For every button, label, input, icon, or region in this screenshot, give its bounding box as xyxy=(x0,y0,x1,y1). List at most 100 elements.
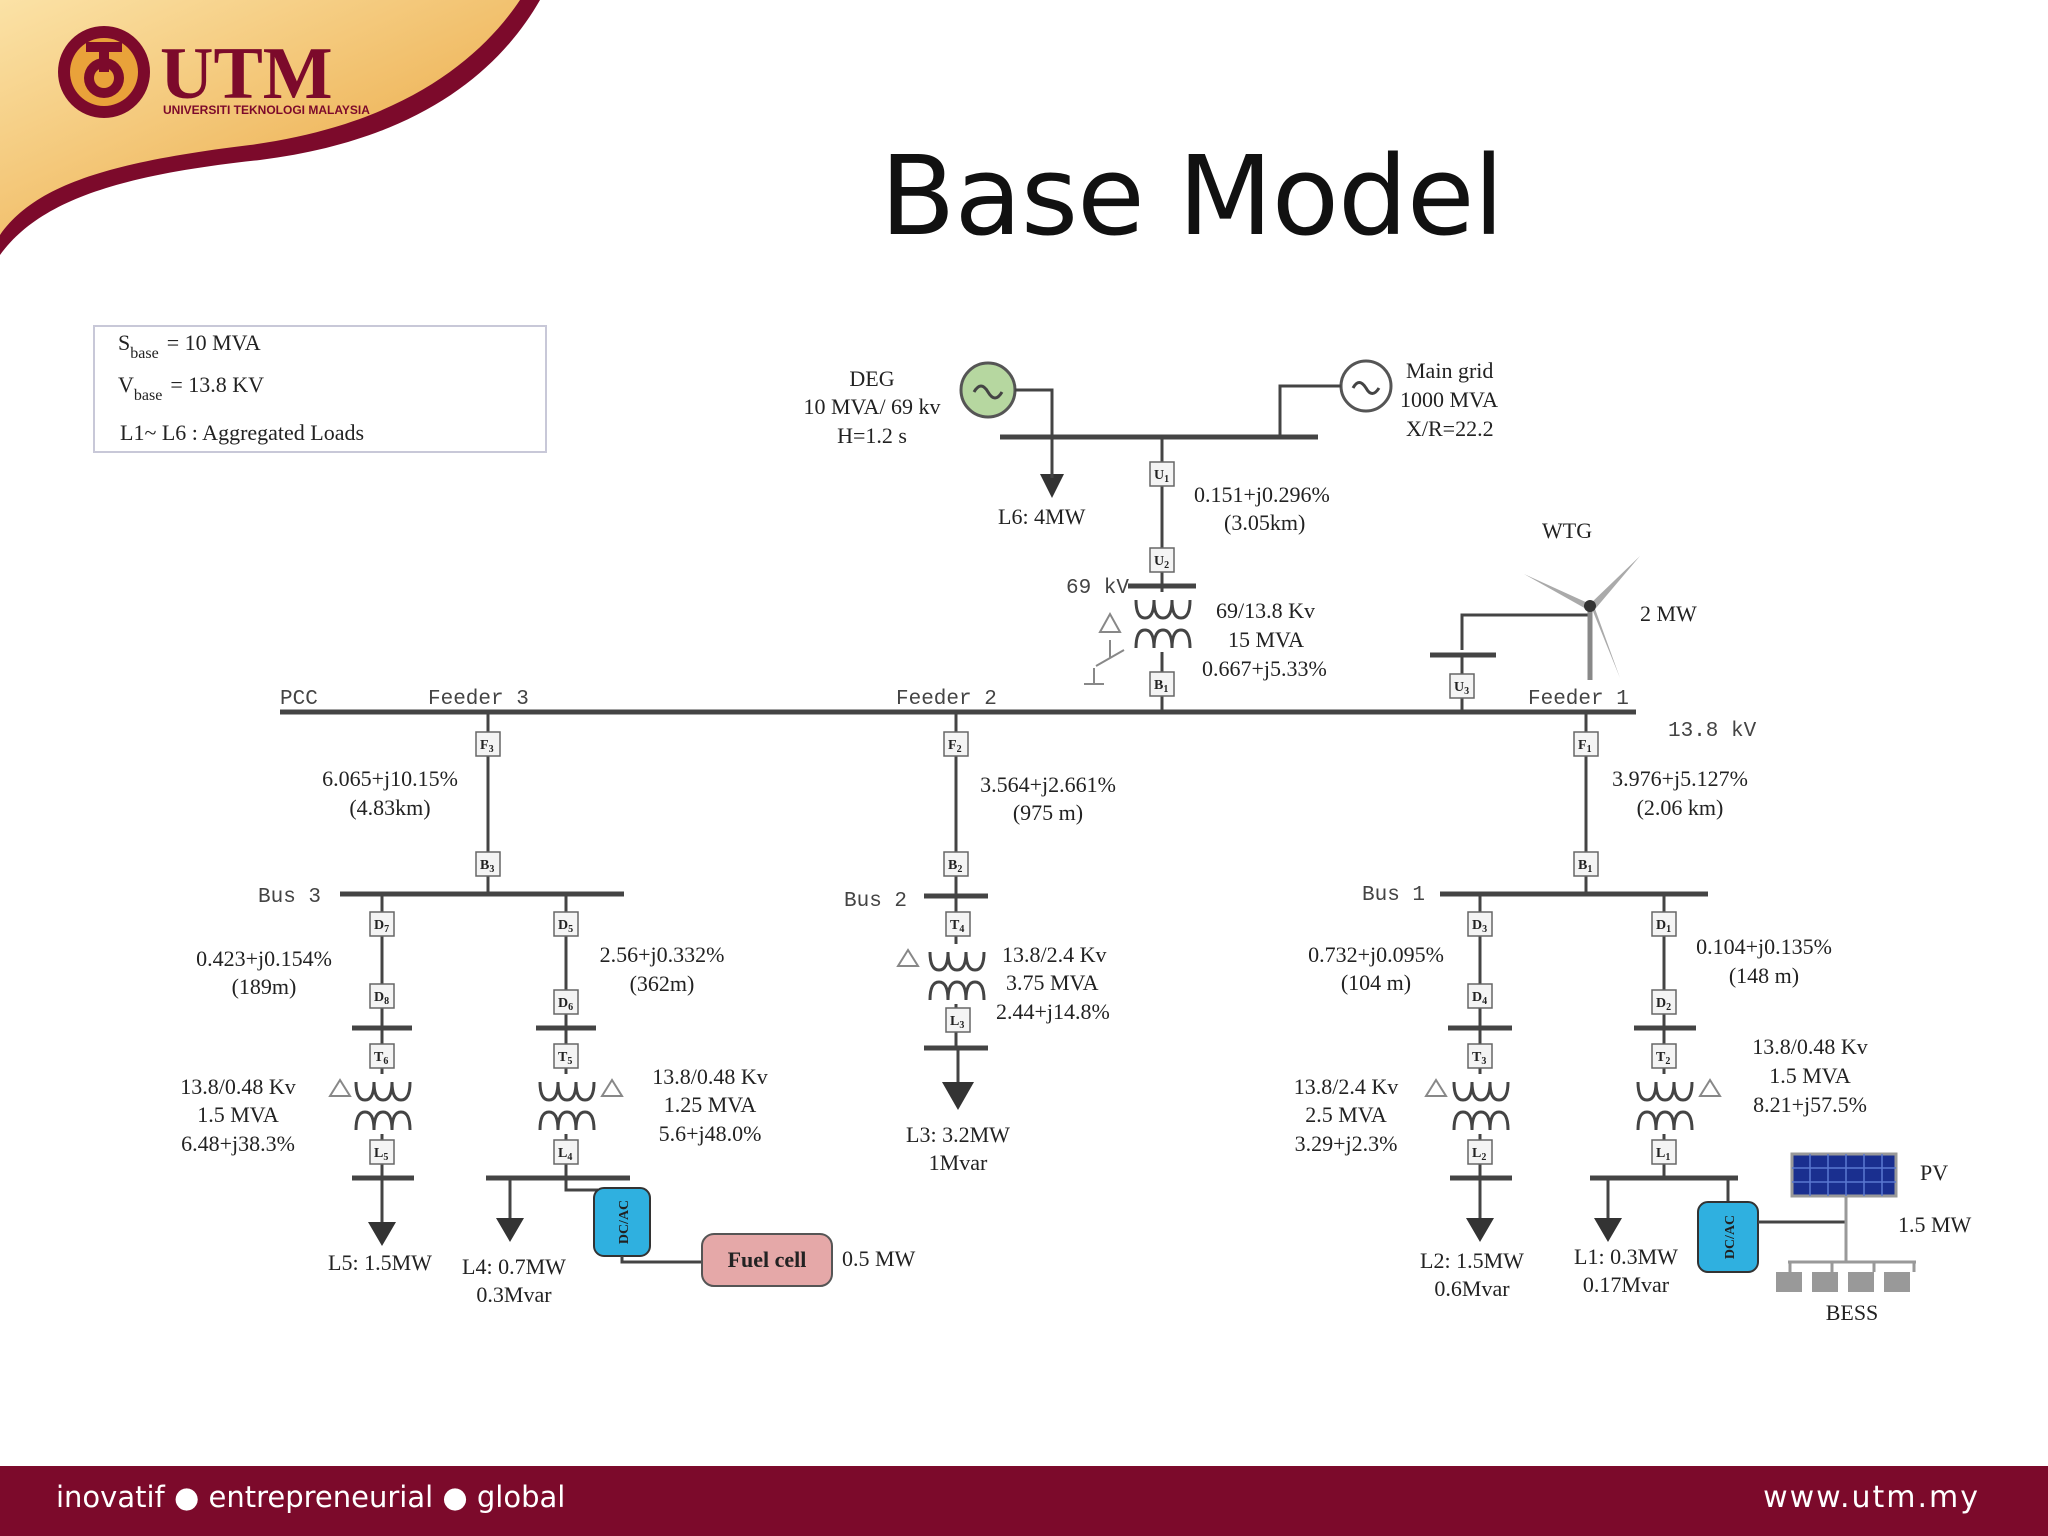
footer-slogan: inovatif ● entrepreneurial ● global xyxy=(56,1480,566,1514)
transformer-t5-icon xyxy=(538,1074,624,1134)
l6-load-arrow-icon xyxy=(1040,474,1064,498)
pv-panel-icon xyxy=(1790,1152,1898,1198)
svg-text:PV: PV xyxy=(1920,1160,1948,1185)
box-label-t4: T4 xyxy=(950,918,964,935)
box-b2 xyxy=(943,851,969,877)
box-label-l5: L5 xyxy=(374,1146,388,1163)
box-f1 xyxy=(1573,731,1599,757)
box-label-l1: L1 xyxy=(1656,1146,1670,1163)
box-u3 xyxy=(1449,673,1475,699)
box-d1 xyxy=(1651,911,1677,937)
transformer-t2-icon xyxy=(1636,1074,1722,1134)
box-l1 xyxy=(1651,1139,1677,1165)
svg-text:Bus 1: Bus 1 xyxy=(1362,884,1425,907)
box-label-d1: D1 xyxy=(1656,918,1671,935)
box-d5 xyxy=(553,911,579,937)
main-grid-source-icon xyxy=(1339,359,1393,413)
svg-text:(4.83km): (4.83km) xyxy=(349,795,430,820)
svg-text:Feeder 3: Feeder 3 xyxy=(428,688,529,711)
box-label-u2: U2 xyxy=(1154,554,1169,571)
box-label-b2: B2 xyxy=(948,858,962,875)
transformer-t6-icon xyxy=(328,1074,412,1134)
l2-load-arrow-icon xyxy=(1466,1218,1494,1242)
svg-text:DC/AC: DC/AC xyxy=(617,1200,632,1244)
main-transformer-icon xyxy=(1084,592,1192,685)
svg-text:Bus 3: Bus 3 xyxy=(258,886,321,909)
svg-text:L2: 1.5MW: L2: 1.5MW xyxy=(1420,1248,1524,1273)
svg-text:(362m): (362m) xyxy=(630,971,695,996)
svg-text:0.17Mvar: 0.17Mvar xyxy=(1583,1272,1670,1297)
box-label-l4: L4 xyxy=(558,1146,572,1163)
fuel-cell-block: Fuel cell xyxy=(701,1233,833,1287)
svg-text:Vbase= 13.8 KV: Vbase= 13.8 KV xyxy=(118,372,264,404)
svg-text:8.21+j57.5%: 8.21+j57.5% xyxy=(1753,1092,1867,1117)
svg-text:0.3Mvar: 0.3Mvar xyxy=(476,1282,552,1307)
svg-text:L5: 1.5MW: L5: 1.5MW xyxy=(328,1250,432,1275)
box-l5 xyxy=(369,1139,395,1165)
box-t2 xyxy=(1651,1043,1677,1069)
box-label-d4: D4 xyxy=(1472,990,1487,1007)
transformer-t4-icon xyxy=(896,944,986,1004)
box-label-t6: T6 xyxy=(374,1050,388,1067)
svg-text:L6: 4MW: L6: 4MW xyxy=(998,504,1086,529)
svg-text:Fuel cell: Fuel cell xyxy=(728,1247,807,1272)
box-t4 xyxy=(945,911,971,937)
utm-university-name: UNIVERSITI TEKNOLOGI MALAYSIA xyxy=(163,103,370,117)
svg-text:2.5 MVA: 2.5 MVA xyxy=(1305,1102,1387,1127)
dc-ac-inverter-fuelcell: DC/AC xyxy=(593,1187,651,1257)
svg-text:0.667+j5.33%: 0.667+j5.33% xyxy=(1202,656,1327,681)
svg-text:13.8/0.48 Kv: 13.8/0.48 Kv xyxy=(652,1064,768,1089)
svg-text:0.423+j0.154%: 0.423+j0.154% xyxy=(196,946,332,971)
box-label-d6: D6 xyxy=(558,996,573,1013)
box-label-f1: F1 xyxy=(1578,738,1592,755)
svg-text:0.104+j0.135%: 0.104+j0.135% xyxy=(1696,934,1832,959)
box-label-d5: D5 xyxy=(558,918,573,935)
svg-text:3.29+j2.3%: 3.29+j2.3% xyxy=(1295,1131,1398,1156)
box-label-l3: L3 xyxy=(950,1014,964,1031)
l4-load-arrow-icon xyxy=(496,1218,524,1242)
l1-load-arrow-icon xyxy=(1594,1218,1622,1242)
svg-text:10 MVA/ 69 kv: 10 MVA/ 69 kv xyxy=(803,394,940,419)
box-f3 xyxy=(475,731,501,757)
box-d8 xyxy=(369,983,395,1009)
svg-text:0.151+j0.296%: 0.151+j0.296% xyxy=(1194,482,1330,507)
box-label-d2: D2 xyxy=(1656,996,1671,1013)
svg-text:L4: 0.7MW: L4: 0.7MW xyxy=(462,1254,566,1279)
page-title: Base Model xyxy=(880,132,1504,260)
svg-text:PCC: PCC xyxy=(280,688,318,711)
svg-text:13.8/2.4 Kv: 13.8/2.4 Kv xyxy=(1294,1074,1399,1099)
svg-text:69 kV: 69 kV xyxy=(1066,577,1129,600)
box-label-b1: B1 xyxy=(1154,678,1168,695)
svg-text:DEG: DEG xyxy=(849,366,894,391)
box-t5 xyxy=(553,1043,579,1069)
svg-text:1.25 MVA: 1.25 MVA xyxy=(664,1092,757,1117)
svg-text:Sbase= 10 MVA: Sbase= 10 MVA xyxy=(118,330,261,362)
box-d6 xyxy=(553,989,579,1015)
svg-text:0.5 MW: 0.5 MW xyxy=(842,1246,916,1271)
svg-text:L1: 0.3MW: L1: 0.3MW xyxy=(1574,1244,1678,1269)
bess-battery-icon xyxy=(1776,1260,1916,1292)
svg-text:2.44+j14.8%: 2.44+j14.8% xyxy=(996,999,1110,1024)
box-u1 xyxy=(1149,461,1175,487)
svg-text:(3.05km): (3.05km) xyxy=(1224,510,1305,535)
svg-text:1Mvar: 1Mvar xyxy=(929,1150,988,1175)
box-label-f2: F2 xyxy=(948,738,962,755)
svg-text:2.56+j0.332%: 2.56+j0.332% xyxy=(600,942,725,967)
svg-text:13.8 kV: 13.8 kV xyxy=(1668,720,1757,743)
box-l3 xyxy=(945,1007,971,1033)
box-label-d8: D8 xyxy=(374,990,389,1007)
svg-text:6.065+j10.15%: 6.065+j10.15% xyxy=(322,766,458,791)
box-l4 xyxy=(553,1139,579,1165)
svg-text:5.6+j48.0%: 5.6+j48.0% xyxy=(659,1121,762,1146)
box-l2 xyxy=(1467,1139,1493,1165)
svg-text:L3: 3.2MW: L3: 3.2MW xyxy=(906,1122,1010,1147)
svg-text:Main grid: Main grid xyxy=(1406,358,1493,383)
svg-text:69/13.8 Kv: 69/13.8 Kv xyxy=(1216,598,1315,623)
svg-text:3.564+j2.661%: 3.564+j2.661% xyxy=(980,772,1116,797)
box-label-d3: D3 xyxy=(1472,918,1487,935)
footer-bar: inovatif ● entrepreneurial ● global www.… xyxy=(0,1466,2048,1536)
svg-text:0.732+j0.095%: 0.732+j0.095% xyxy=(1308,942,1444,967)
wind-turbine-icon xyxy=(1524,556,1640,680)
deg-generator-icon xyxy=(959,361,1017,419)
svg-text:(189m): (189m) xyxy=(232,974,297,999)
